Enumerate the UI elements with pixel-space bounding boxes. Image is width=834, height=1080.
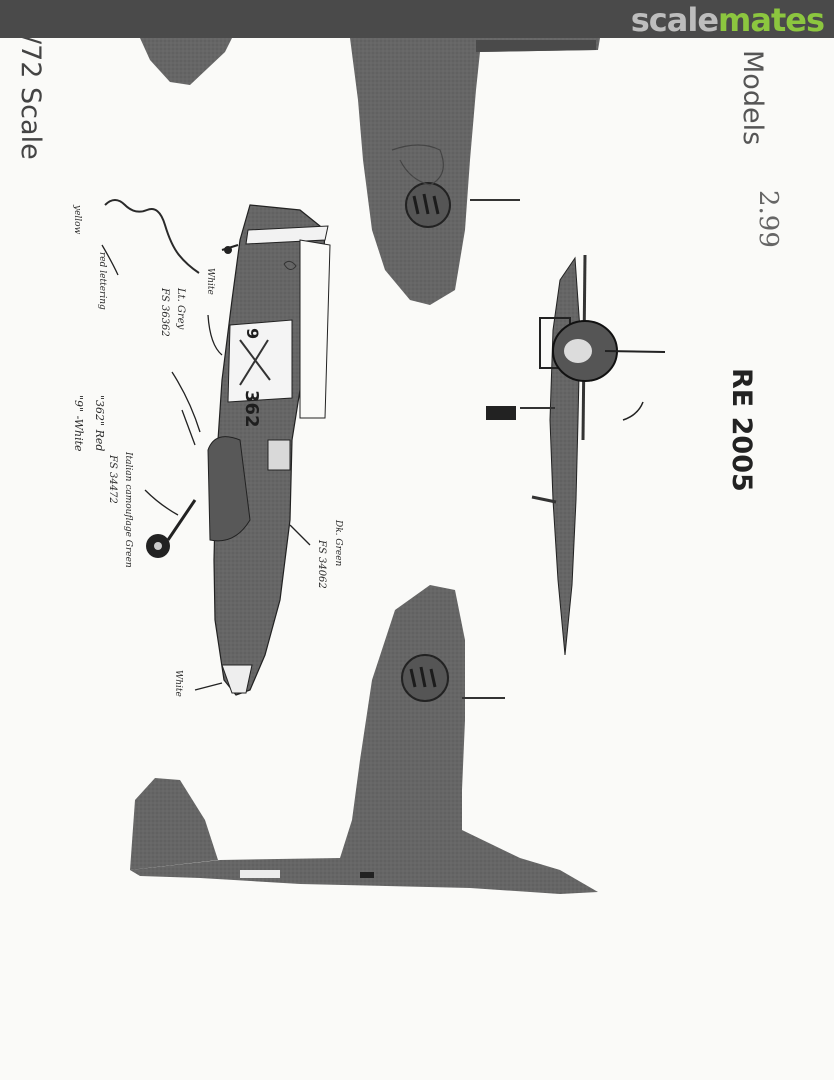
annotation-white-spinner: White bbox=[173, 670, 183, 697]
page-title: RE 2005 bbox=[726, 368, 757, 492]
annotation-9-white: "9" -White bbox=[72, 395, 85, 452]
wing-fragment-topleft bbox=[140, 38, 232, 85]
fuselage-code: 362 bbox=[241, 390, 262, 428]
top-view-wing-lower bbox=[130, 585, 598, 894]
scanned-instruction-sheet bbox=[101, 38, 666, 894]
annotation-yellow: yellow bbox=[72, 205, 82, 235]
annotation-arrows bbox=[101, 244, 311, 691]
annotation-red-lettering: red lettering bbox=[97, 252, 107, 310]
annotation-white-canopy: White bbox=[205, 268, 215, 295]
maker-label: Models bbox=[737, 50, 768, 146]
scale-label: /72 Scale bbox=[15, 35, 46, 160]
front-view bbox=[486, 254, 666, 656]
annotation-dk-green: Dk. Green bbox=[333, 520, 343, 567]
annotation-dk-green-fs: FS 34062 bbox=[316, 540, 327, 589]
logo-part-scale: scale bbox=[630, 1, 719, 39]
top-view-wing-upper bbox=[350, 38, 600, 305]
roundel-lower bbox=[401, 654, 449, 702]
site-header: scalemates bbox=[0, 0, 834, 39]
annotation-lt-grey: Lt. Grey bbox=[175, 288, 186, 330]
annotation-camouflage-green: Italian camouflage Green bbox=[123, 452, 133, 568]
annotation-camouflage-fs: FS 34472 bbox=[107, 455, 118, 504]
roundel-upper bbox=[405, 182, 451, 228]
annotation-lt-grey-fs: FS 36362 bbox=[159, 288, 170, 337]
signature-scribble bbox=[104, 199, 200, 274]
side-profile bbox=[146, 204, 331, 696]
logo-part-mates: mates bbox=[718, 1, 825, 39]
fuselage-number: 9 bbox=[243, 328, 262, 340]
scalemates-logo[interactable]: scalemates bbox=[630, 1, 825, 39]
price-label: 2.99 bbox=[753, 190, 783, 248]
annotation-362-red: "362" Red bbox=[93, 395, 106, 452]
